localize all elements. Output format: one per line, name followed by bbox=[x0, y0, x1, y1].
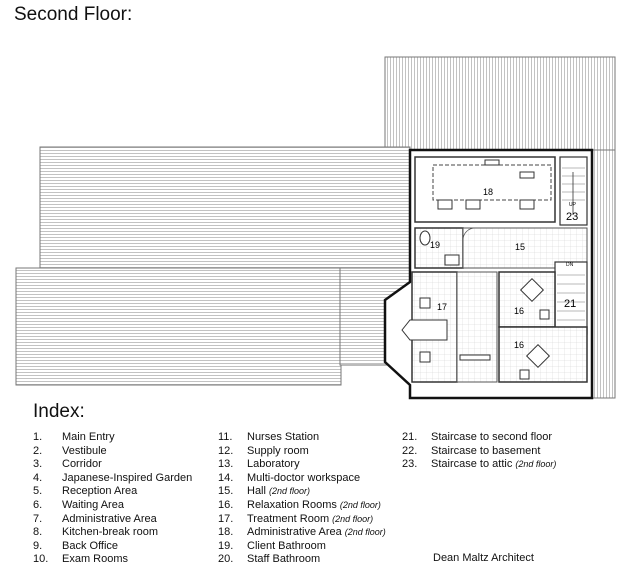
index-row: 8.Kitchen-break room bbox=[33, 526, 158, 539]
index-row: 4.Japanese-Inspired Garden bbox=[33, 471, 193, 484]
room-15 bbox=[462, 227, 588, 269]
label-up: UP bbox=[569, 202, 577, 208]
floor-plan: 18 19 15 23 UP DN 21 17 16 16 bbox=[15, 56, 616, 400]
roof-left-upper bbox=[39, 146, 411, 270]
index-row: 20.Staff Bathroom bbox=[218, 553, 321, 566]
index-row: 21.Staircase to second floor bbox=[402, 431, 553, 443]
bay-window bbox=[384, 281, 411, 386]
index-row: 6.Waiting Area bbox=[33, 498, 124, 511]
index-row: 9.Back Office bbox=[33, 539, 119, 552]
index-row: 2.Vestibule bbox=[33, 444, 107, 457]
roof-left-lower bbox=[15, 267, 342, 386]
index-row: 1.Main Entry bbox=[33, 431, 115, 443]
page-title: Second Floor: bbox=[14, 4, 133, 25]
roof-upper-right bbox=[384, 56, 616, 151]
index-row: 13.Laboratory bbox=[218, 458, 300, 471]
architect-credit: Dean Maltz Architect bbox=[433, 552, 534, 564]
label-23: 23 bbox=[566, 211, 578, 223]
index-row: 18.Administrative Area(2nd floor) bbox=[218, 526, 386, 539]
index-row: 15.Hall(2nd floor) bbox=[218, 485, 310, 498]
index-row: 16.Relaxation Rooms(2nd floor) bbox=[218, 498, 381, 511]
index-row: 17.Treatment Room(2nd floor) bbox=[218, 512, 374, 525]
roof-right-strip bbox=[591, 149, 616, 399]
index-heading: Index: bbox=[33, 401, 85, 422]
label-16-upper: 16 bbox=[514, 306, 524, 316]
label-16-lower: 16 bbox=[514, 340, 524, 350]
label-18: 18 bbox=[483, 187, 493, 197]
corridor bbox=[456, 271, 498, 383]
label-dn: DN bbox=[566, 262, 574, 268]
index-row: 19.Client Bathroom bbox=[218, 539, 326, 552]
index-row: 12.Supply room bbox=[218, 444, 309, 457]
index-column-1: 1.Main Entry 2.Vestibule 3.Corridor 4.Ja… bbox=[33, 431, 192, 567]
label-19: 19 bbox=[430, 240, 440, 250]
index-row: 14.Multi-doctor workspace bbox=[218, 471, 361, 484]
index-row: 11.Nurses Station bbox=[218, 431, 320, 443]
label-17: 17 bbox=[437, 302, 447, 312]
index-column-2: 11.Nurses Station 12.Supply room 13.Labo… bbox=[218, 431, 386, 567]
index-row: 22.Staircase to basement bbox=[402, 444, 541, 457]
index-column-3: 21.Staircase to second floor 22.Staircas… bbox=[402, 431, 556, 472]
index-row: 7.Administrative Area bbox=[33, 512, 157, 525]
index-row: 5.Reception Area bbox=[33, 485, 138, 498]
label-15: 15 bbox=[515, 242, 525, 252]
index-row: 10.Exam Rooms bbox=[33, 553, 129, 566]
index-row: 23.Staircase to attic(2nd floor) bbox=[402, 458, 557, 471]
index-row: 3.Corridor bbox=[33, 458, 102, 471]
label-21: 21 bbox=[564, 298, 576, 310]
room-18 bbox=[414, 156, 556, 223]
staircase-23 bbox=[559, 156, 588, 226]
